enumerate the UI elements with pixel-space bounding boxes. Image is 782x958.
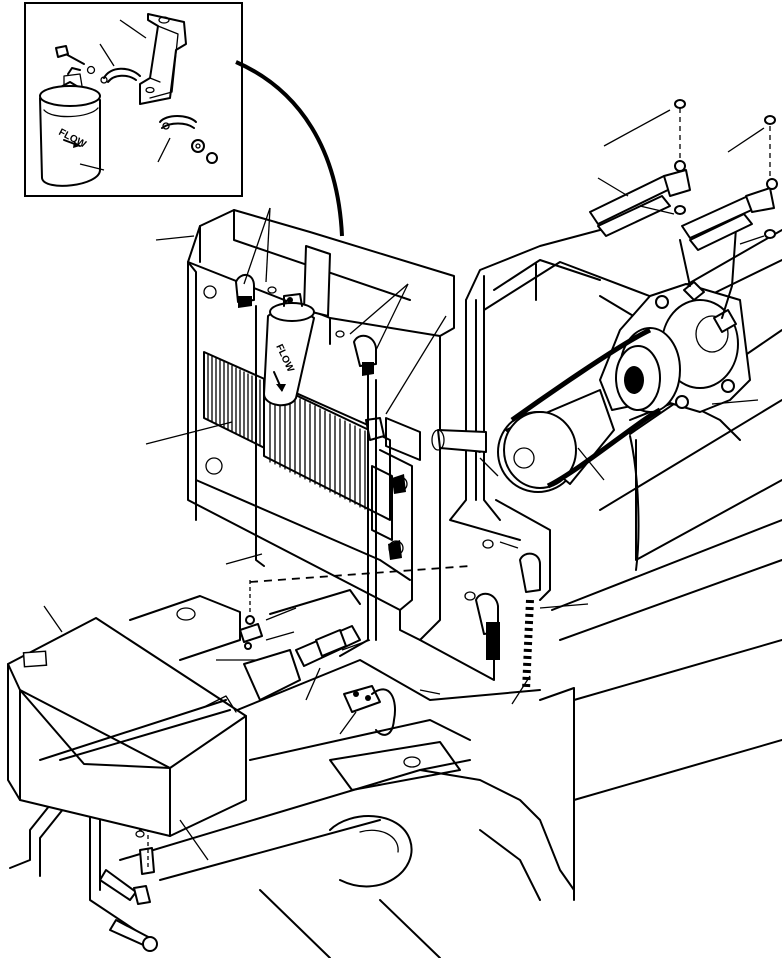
condenser-radiator	[187, 209, 455, 641]
lower-right-fittings	[464, 539, 541, 691]
inset-callout-arc	[235, 60, 344, 237]
inset-receiver-drier: FLOW	[39, 67, 101, 187]
receiver-drier: FLOW	[263, 245, 331, 407]
lower-center-hardware	[239, 580, 396, 736]
machine-frame	[89, 229, 782, 958]
inset-leaders	[79, 19, 171, 171]
inset-lower-clamp	[159, 115, 218, 164]
hose-clamp-right	[431, 429, 487, 453]
compressor-assembly	[497, 281, 751, 493]
compressor-hoses	[589, 99, 778, 251]
leader-lines	[43, 109, 765, 861]
inset-detail: FLOW	[24, 2, 243, 197]
inset-mounting-bracket	[139, 13, 187, 105]
inset-clamp-hardware	[55, 45, 141, 84]
evaporator-box	[7, 617, 247, 837]
